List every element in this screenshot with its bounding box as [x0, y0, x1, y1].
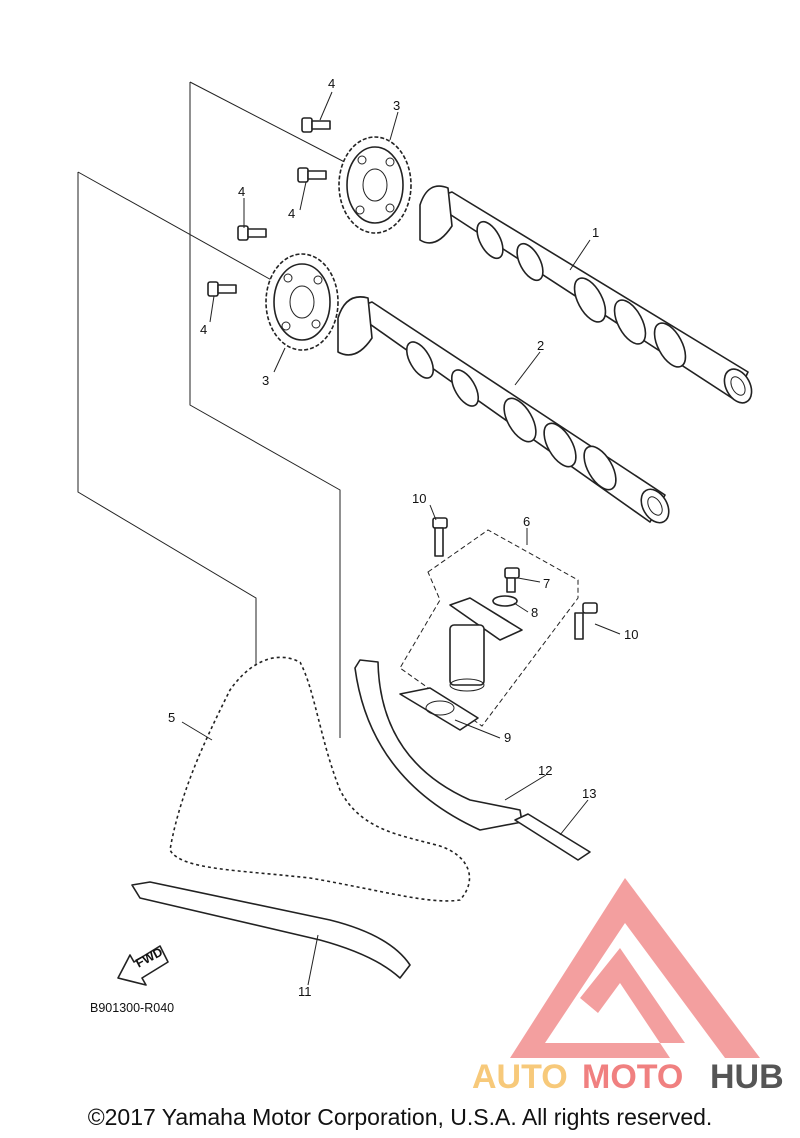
logo-text-auto: AUTO: [472, 1058, 568, 1096]
diagram-code: B901300-R040: [90, 1001, 174, 1015]
callout-10b: 10: [624, 627, 638, 642]
bolt-4-c: [237, 225, 267, 241]
callout-8: 8: [531, 605, 538, 620]
gasket-9: [399, 687, 479, 731]
chain-guide-stationary: [131, 881, 411, 979]
callout-11: 11: [298, 984, 312, 999]
guide-pin: [514, 813, 591, 861]
callout-4a: 4: [328, 76, 335, 91]
bolt-10-a: [432, 517, 448, 557]
washer-8: [492, 595, 518, 607]
callout-3a: 3: [393, 98, 400, 113]
callout-1: 1: [592, 225, 599, 240]
bolt-10-b: [574, 602, 598, 640]
bolt-4-d: [207, 281, 237, 297]
assembly-frame-upper: [189, 82, 341, 738]
fwd-arrow-icon: [117, 945, 169, 986]
sprocket-upper: [338, 136, 412, 234]
logo-triangle-icon: [510, 878, 760, 1058]
bolt-4-b: [297, 167, 327, 183]
bolt-4-a: [301, 117, 331, 133]
callout-9: 9: [504, 730, 511, 745]
callout-2: 2: [537, 338, 544, 353]
camshaft-exhaust: [337, 296, 670, 524]
assembly-frame-lower-top: [77, 171, 276, 283]
chain-guide-tensioner: [354, 659, 523, 831]
assembly-frame-upper-top: [189, 81, 361, 171]
tensioner-body: [449, 597, 523, 692]
callout-6: 6: [523, 514, 530, 529]
timing-chain: [168, 655, 471, 903]
tensioner-assembly-box: [399, 529, 579, 727]
camshaft-intake: [419, 185, 753, 404]
logo-text-moto: MOTO: [582, 1058, 683, 1096]
callout-4b: 4: [288, 206, 295, 221]
leader-lines: [181, 91, 621, 986]
callout-5: 5: [168, 710, 175, 725]
callout-10a: 10: [412, 491, 426, 506]
camshaft-chain-diagram: FWD 1 2 3 3 4 4 4 4 5 6 7 8 9 10 10 11 1…: [77, 76, 753, 1015]
bolt-7: [504, 567, 520, 593]
callout-4d: 4: [200, 322, 207, 337]
callout-13: 13: [582, 786, 596, 801]
callout-4c: 4: [238, 184, 245, 199]
automotohub-logo: AUTO MOTO HUB: [472, 878, 784, 1096]
sprocket-lower: [265, 253, 339, 351]
callout-7: 7: [543, 576, 550, 591]
callout-12: 12: [538, 763, 552, 778]
logo-text-hub: HUB: [710, 1058, 784, 1096]
copyright-footer: ©2017 Yamaha Motor Corporation, U.S.A. A…: [87, 1104, 713, 1130]
callout-3b: 3: [262, 373, 269, 388]
